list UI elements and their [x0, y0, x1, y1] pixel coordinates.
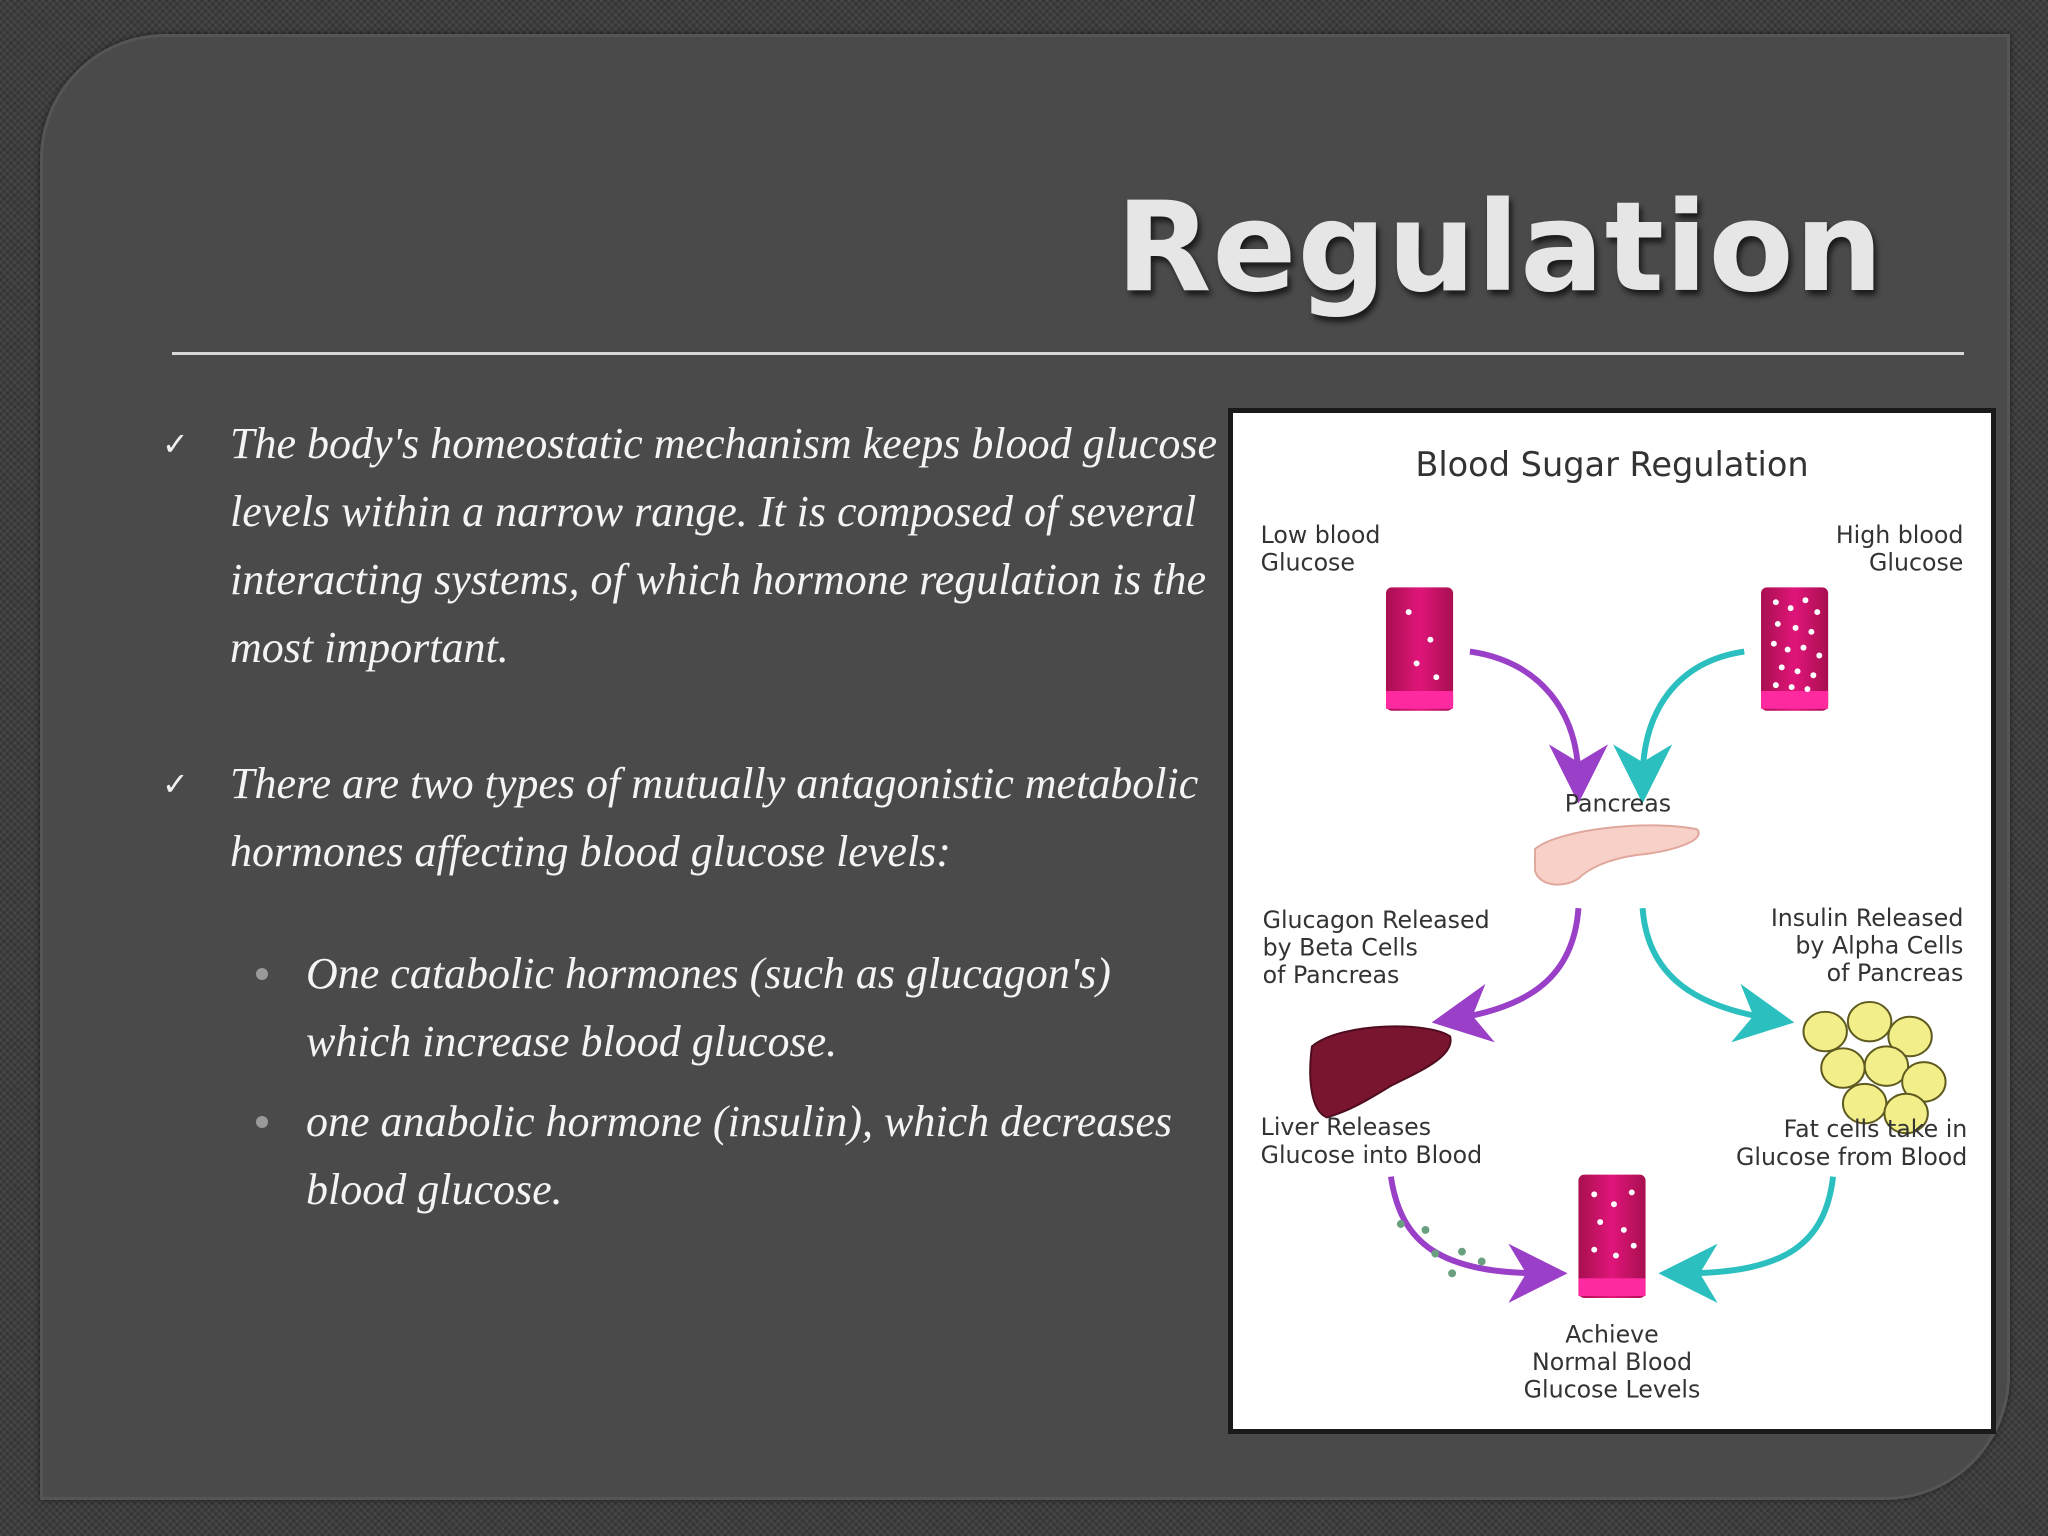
- bullet-dot-icon: [256, 1116, 268, 1128]
- fat-to-normal-arrow-icon: [1658, 1176, 1837, 1303]
- glucagon-label-2: by Beta Cells: [1263, 934, 1418, 962]
- slide-title: Regulation: [1115, 176, 1884, 320]
- pancreas-label: Pancreas: [1565, 789, 1671, 817]
- normal-label-2: Normal Blood: [1532, 1348, 1692, 1376]
- glucagon-label-3: of Pancreas: [1263, 961, 1400, 989]
- liver-to-normal-arrow-icon: [1387, 1176, 1568, 1303]
- liver-label-1: Liver Releases: [1261, 1113, 1431, 1141]
- bullet-dot-icon: [256, 968, 268, 980]
- bullet-2: ✓ There are two types of mutually antago…: [162, 750, 1222, 886]
- blood-sugar-diagram: Blood Sugar Regulation Low blood Glucose…: [1228, 408, 1996, 1434]
- sub-bullet-1-text: One catabolic hormones (such as glucagon…: [306, 949, 1111, 1066]
- normal-label-3: Glucose Levels: [1524, 1376, 1701, 1404]
- sub-bullet-2: one anabolic hormone (insulin), which de…: [162, 1088, 1222, 1224]
- insulin-label-2: by Alpha Cells: [1795, 932, 1963, 960]
- low-blood-label-1: Low blood: [1261, 521, 1381, 549]
- sub-bullet-2-text: one anabolic hormone (insulin), which de…: [306, 1097, 1172, 1214]
- glucose-dots-icon: [1396, 1220, 1486, 1278]
- insulin-arrow-icon: [1639, 907, 1795, 1043]
- low-glucose-vessel-icon: [1385, 587, 1454, 711]
- liver-icon: [1309, 1025, 1452, 1119]
- slide-body: ✓ The body's homeostatic mechanism keeps…: [162, 410, 1222, 1236]
- low-to-pancreas-arrow-icon: [1469, 648, 1609, 804]
- diagram-title: Blood Sugar Regulation: [1415, 445, 1808, 484]
- glucagon-label-1: Glucagon Released: [1263, 906, 1490, 934]
- bullet-2-text: There are two types of mutually antagoni…: [230, 759, 1199, 876]
- sub-bullet-list: One catabolic hormones (such as glucagon…: [162, 940, 1222, 1224]
- normal-glucose-vessel-icon: [1578, 1174, 1646, 1299]
- diagram-svg: Blood Sugar Regulation Low blood Glucose…: [1261, 445, 1968, 1404]
- glucagon-arrow-icon: [1431, 907, 1582, 1043]
- pancreas-icon: [1534, 824, 1700, 886]
- fat-label-2: Glucose from Blood: [1736, 1143, 1967, 1171]
- high-to-pancreas-arrow-icon: [1613, 648, 1745, 804]
- low-blood-label-2: Glucose: [1261, 549, 1355, 577]
- high-glucose-vessel-icon: [1761, 587, 1829, 711]
- insulin-label-3: of Pancreas: [1827, 959, 1964, 987]
- bullet-1-text: The body's homeostatic mechanism keeps b…: [230, 419, 1217, 672]
- sub-bullet-1: One catabolic hormones (such as glucagon…: [162, 940, 1222, 1076]
- checkmark-icon: ✓: [162, 765, 189, 803]
- fat-cells-icon: [1802, 1000, 1947, 1135]
- checkmark-icon: ✓: [162, 425, 189, 463]
- normal-label-1: Achieve: [1565, 1320, 1659, 1348]
- bullet-1: ✓ The body's homeostatic mechanism keeps…: [162, 410, 1222, 682]
- high-blood-label-2: Glucose: [1869, 549, 1963, 577]
- insulin-label-1: Insulin Released: [1771, 904, 1964, 932]
- liver-label-2: Glucose into Blood: [1261, 1141, 1483, 1169]
- fat-label-1: Fat cells take in: [1784, 1115, 1968, 1143]
- title-divider: [172, 352, 1964, 355]
- high-blood-label-1: High blood: [1836, 521, 1964, 549]
